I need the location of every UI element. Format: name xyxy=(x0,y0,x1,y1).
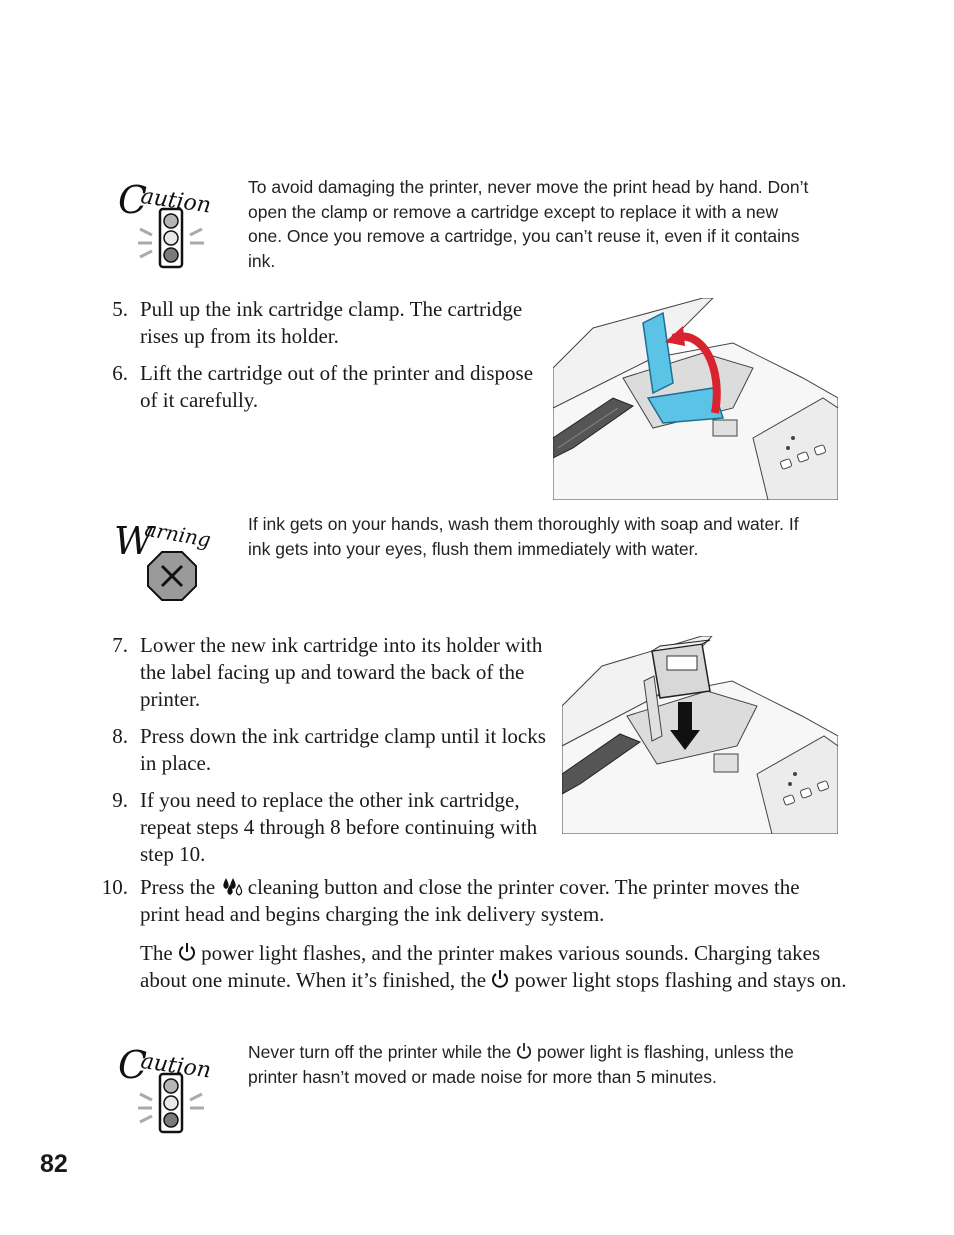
warning-text: If ink gets on your hands, wash them tho… xyxy=(248,514,799,559)
step-text-before: Press the xyxy=(140,875,216,899)
steps-5-6: 5. Pull up the ink cartridge clamp. The … xyxy=(100,296,540,414)
step-number: 6. xyxy=(112,361,128,385)
caution-text-before: Never turn off the printer while the xyxy=(248,1042,512,1062)
power-icon xyxy=(178,943,195,961)
power-icon xyxy=(517,1043,532,1059)
step-5: 5. Pull up the ink cartridge clamp. The … xyxy=(100,296,540,350)
para-text-3: power light stops flashing and stays on. xyxy=(514,967,847,992)
para-text-1: The xyxy=(140,941,173,965)
printer-clamp-up-illustration xyxy=(553,298,838,500)
printer-cartridge-insert-illustration xyxy=(562,636,838,834)
step-text: Pull up the ink cartridge clamp. The car… xyxy=(140,297,523,348)
warning-icon: W arning xyxy=(114,517,213,601)
caution-text-after: power light is flashing, unless the prin… xyxy=(248,1042,794,1087)
para-text-2: power light flashes, and the printer mak… xyxy=(140,941,821,992)
step-text: Lift the cartridge out of the printer an… xyxy=(140,361,534,412)
step-10: 10. Press the cleaning button and close … xyxy=(100,874,840,928)
step-7: 7. Lower the new ink cartridge into its … xyxy=(100,632,550,713)
svg-text:arning: arning xyxy=(143,517,213,552)
step-number: 8. xyxy=(112,724,128,748)
step-number: 5. xyxy=(112,297,128,321)
power-icon xyxy=(492,969,509,988)
svg-text:C: C xyxy=(118,1043,147,1087)
caution-icon: C aution xyxy=(118,178,213,269)
step-6: 6. Lift the cartridge out of the printer… xyxy=(100,360,540,414)
step-number: 10. xyxy=(101,875,128,899)
caution-text: Never turn off the printer while the pow… xyxy=(248,1040,808,1089)
steps-7-9: 7. Lower the new ink cartridge into its … xyxy=(100,632,550,868)
caution-text: To avoid damaging the printer, never mov… xyxy=(248,177,809,271)
svg-text:W: W xyxy=(114,519,156,563)
step-number: 7. xyxy=(112,633,128,657)
ink-drop-cleaning-icon xyxy=(222,878,242,896)
step-number: 9. xyxy=(112,788,128,812)
step-text: If you need to replace the other ink car… xyxy=(140,788,538,866)
step-text: Lower the new ink cartridge into its hol… xyxy=(140,633,543,711)
svg-text:C: C xyxy=(118,178,147,222)
page-number: 82 xyxy=(40,1150,68,1178)
step-9: 9. If you need to replace the other ink … xyxy=(100,787,550,868)
step-text-after: cleaning button and close the printer co… xyxy=(140,875,800,926)
step-8: 8. Press down the ink cartridge clamp un… xyxy=(100,723,550,777)
step-text: Press down the ink cartridge clamp until… xyxy=(140,724,546,775)
step-10-block: 10. Press the cleaning button and close … xyxy=(100,874,840,928)
power-light-paragraph: The power light flashes, and the printer… xyxy=(140,940,850,993)
caution-icon: C aution xyxy=(118,1043,213,1134)
